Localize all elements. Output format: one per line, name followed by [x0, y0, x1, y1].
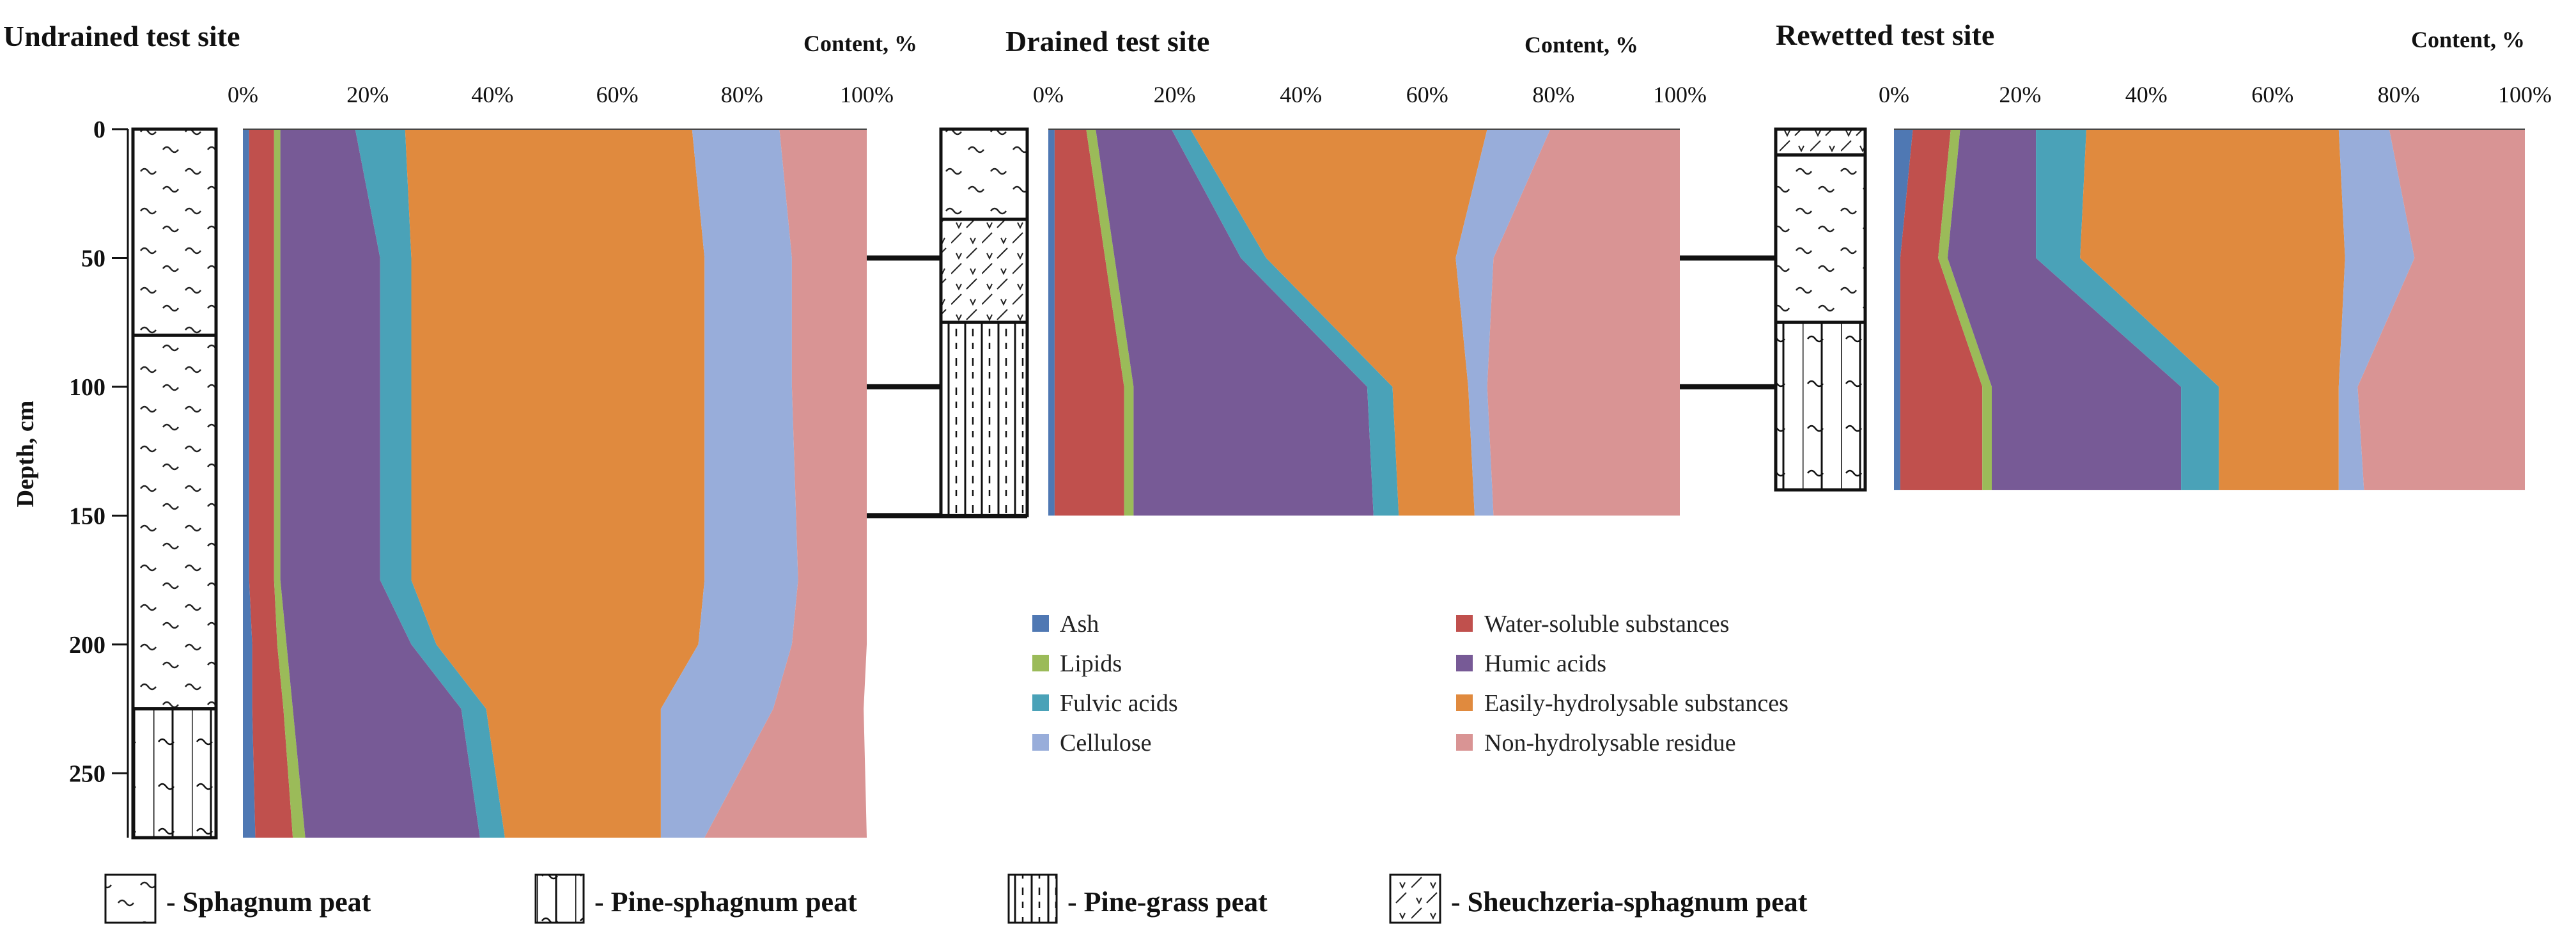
legend-swatch-cellulose [1032, 734, 1049, 751]
legend-label-fulvic: Fulvic acids [1060, 690, 1178, 717]
x-tick-undrained-100: 100% [840, 82, 894, 107]
area-undrained-ash [243, 129, 256, 838]
legend-swatch-residue [1456, 734, 1473, 751]
x-tick-drained-60: 60% [1406, 82, 1448, 107]
lith-legend-swatch-pine-sphagnum [534, 873, 585, 924]
legend-label-humic: Humic acids [1484, 650, 1606, 677]
legend-swatch-water-soluble [1456, 615, 1473, 632]
lithology-undrained-layer-1 [131, 127, 218, 337]
lith-legend-label-sphagnum: - Sphagnum peat [166, 886, 371, 918]
area-rewetted-cellulose [2338, 129, 2415, 490]
lith-legend-label-sheuchzeria: - Sheuchzeria-sphagnum peat [1451, 886, 1808, 918]
lithology-legend: - Sphagnum peat - Pine-sphagnum peat - P… [104, 873, 1808, 924]
x-tick-drained-80: 80% [1532, 82, 1574, 107]
legend-label-residue: Non-hydrolysable residue [1484, 730, 1736, 756]
x-axis-label-rewetted: Content, % [2411, 27, 2525, 52]
y-tick-150: 150 [69, 503, 105, 529]
area-drained-lipids [1086, 129, 1134, 516]
area-undrained-easily-hydrolysable [405, 129, 705, 838]
area-drained-humic-acids [1096, 129, 1374, 516]
lithology-rewetted-layer-1 [1774, 127, 1867, 157]
lithology-drained-layer-3 [939, 320, 1029, 517]
lith-legend-label-pine-grass: - Pine-grass peat [1067, 886, 1268, 918]
x-tick-undrained-40: 40% [471, 82, 513, 107]
area-drained-ash [1048, 129, 1055, 516]
y-tick-50: 50 [81, 245, 105, 272]
lith-legend-swatch-pine-grass [1007, 873, 1058, 924]
lithology-columns-layer [131, 127, 1867, 840]
x-tick-undrained-20: 20% [346, 82, 389, 107]
x-tick-rewetted-40: 40% [2125, 82, 2168, 107]
x-tick-drained-0: 0% [1033, 82, 1064, 107]
x-tick-rewetted-60: 60% [2251, 82, 2293, 107]
axes-layer: 0% 20% 40% 60% 80% 100% 0 50 100 150 200 250 0% 20% 40… [69, 82, 2552, 838]
legend-label-ash: Ash [1060, 611, 1099, 638]
area-undrained-cellulose [660, 129, 798, 838]
y-tick-200: 200 [69, 632, 105, 659]
x-tick-rewetted-100: 100% [2498, 82, 2552, 107]
x-tick-drained-100: 100% [1653, 82, 1707, 107]
area-rewetted-easily-hydrolysable [2080, 129, 2345, 490]
x-tick-rewetted-20: 20% [1999, 82, 2041, 107]
legend-label-cellulose: Cellulose [1060, 730, 1152, 756]
legend-swatch-humic [1456, 655, 1473, 671]
lith-legend-swatch-sphagnum [104, 873, 157, 924]
area-undrained-water-soluble [249, 129, 293, 838]
lithology-drained-layer-1 [939, 127, 1029, 221]
area-undrained-residue [704, 129, 867, 838]
x-tick-rewetted-80: 80% [2378, 82, 2420, 107]
y-axis-label: Depth, cm [12, 401, 39, 508]
area-drained-water-soluble [1054, 129, 1124, 516]
y-tick-0: 0 [93, 116, 105, 143]
x-axis-label-drained: Content, % [1525, 32, 1638, 58]
legend-swatch-lipids [1032, 655, 1049, 671]
x-tick-undrained-80: 80% [721, 82, 763, 107]
lithology-undrained-layer-3 [131, 707, 218, 840]
x-tick-drained-40: 40% [1280, 82, 1322, 107]
area-rewetted-water-soluble [1900, 129, 1983, 490]
x-tick-drained-20: 20% [1154, 82, 1196, 107]
x-tick-rewetted-0: 0% [1879, 82, 1909, 107]
area-undrained-fulvic-acids [355, 129, 505, 838]
legend-label-easily-hydrolysable: Easily-hydrolysable substances [1484, 690, 1788, 717]
lithology-undrained-layer-2 [131, 333, 218, 711]
lithology-rewetted-layer-2 [1774, 153, 1867, 324]
area-undrained-lipids [274, 129, 306, 838]
legend-swatch-ash [1032, 615, 1049, 632]
area-rewetted-residue [2357, 129, 2525, 490]
area-rewetted-humic-acids [1947, 129, 2182, 490]
area-series-layer [243, 129, 2525, 838]
area-undrained-humic-acids [280, 129, 480, 838]
x-tick-undrained-0: 0% [228, 82, 258, 107]
area-rewetted-ash [1894, 129, 1913, 490]
area-drained-cellulose [1455, 129, 1551, 516]
x-axis-label-undrained: Content, % [803, 31, 917, 56]
legend-label-water-soluble: Water-soluble substances [1484, 611, 1729, 638]
series-legend: Ash Water-soluble substances Lipids Humi… [1032, 611, 1788, 756]
legend-swatch-fulvic [1032, 694, 1049, 711]
area-drained-residue [1487, 129, 1680, 516]
lith-legend-swatch-sheuchzeria [1389, 873, 1441, 924]
area-drained-fulvic-acids [1171, 129, 1399, 516]
lithology-drained-layer-2 [939, 217, 1029, 324]
legend-label-lipids: Lipids [1060, 650, 1122, 677]
lithology-rewetted-layer-3 [1774, 320, 1867, 492]
chart-title-rewetted: Rewetted test site [1776, 19, 1994, 51]
chart-title-drained: Drained test site [1005, 25, 1209, 58]
lith-legend-label-pine-sphagnum: - Pine-sphagnum peat [594, 886, 857, 918]
x-tick-undrained-60: 60% [596, 82, 639, 107]
area-drained-easily-hydrolysable [1190, 129, 1487, 516]
y-tick-100: 100 [69, 374, 105, 401]
legend-swatch-easily-hydrolysable [1456, 694, 1473, 711]
y-tick-250: 250 [69, 760, 105, 787]
area-rewetted-fulvic-acids [2036, 129, 2219, 490]
chart-title-undrained: Undrained test site [3, 20, 240, 52]
area-rewetted-lipids [1938, 129, 1992, 490]
